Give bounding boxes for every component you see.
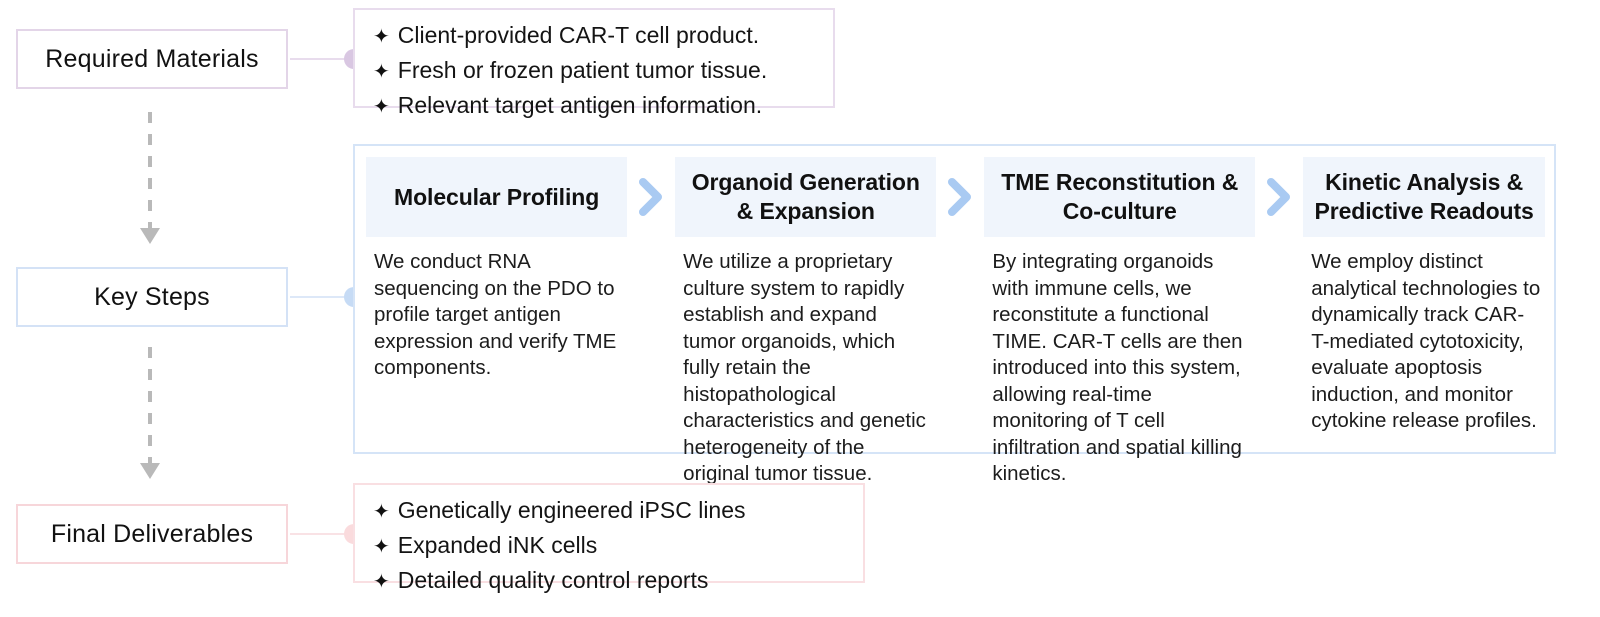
label-text-final-deliverables: Final Deliverables [50,519,254,548]
content-box-required-materials: ✦ Client-provided CAR-T cell product. ✦ … [353,8,835,118]
step-body: We conduct RNA sequencing on the PDO to … [374,250,617,379]
diamond-bullet-icon: ✦ [373,501,390,523]
connector-line-materials [290,58,352,60]
step-body: We utilize a proprietary culture system … [683,250,926,485]
step-body: By integrating organoids with immune cel… [992,250,1243,485]
step-card-tme-reconstitution: TME Reconstitution & Co-culture By integ… [984,157,1256,488]
list-item: ✦ Expanded iNK cells [373,529,845,564]
label-text-required-materials: Required Materials [45,44,259,73]
content-box-key-steps: Molecular Profiling We conduct RNA seque… [353,144,1556,485]
list-item-text: Genetically engineered iPSC lines [397,497,746,523]
connector-line-deliverables [290,533,352,535]
content-box-final-deliverables: ✦ Genetically engineered iPSC lines ✦ Ex… [353,483,865,593]
diamond-bullet-icon: ✦ [373,61,390,83]
list-item: ✦ Genetically engineered iPSC lines [373,494,845,529]
chevron-right-icon-2 [936,157,984,237]
step-title: TME Reconstitution & Co-culture [984,157,1256,237]
arrow-stem [148,112,152,230]
step-card-row: Molecular Profiling We conduct RNA seque… [366,157,1546,485]
list-item: ✦ Detailed quality control reports [373,564,845,599]
label-box-final-deliverables: Final Deliverables [16,504,288,564]
diamond-bullet-icon: ✦ [373,96,390,118]
list-item-text: Fresh or frozen patient tumor tissue. [397,57,768,83]
arrow-head [140,228,160,244]
connector-line-keysteps [290,296,352,298]
arrow-head [140,463,160,479]
list-item-text: Detailed quality control reports [397,567,709,593]
list-item: ✦ Relevant target antigen information. [373,89,815,124]
flow-arrow-down-materials-to-keysteps [140,112,160,244]
label-box-required-materials: Required Materials [16,29,288,89]
list-item-text: Relevant target antigen information. [397,92,763,118]
list-item: ✦ Client-provided CAR-T cell product. [373,19,815,54]
chevron-right-icon-3 [1255,157,1303,237]
step-card-molecular-profiling: Molecular Profiling We conduct RNA seque… [366,157,628,382]
step-title: Kinetic Analysis & Predictive Readouts [1303,157,1546,237]
label-text-key-steps: Key Steps [94,282,210,311]
label-box-key-steps: Key Steps [16,267,288,327]
list-item-text: Client-provided CAR-T cell product. [397,22,760,48]
diamond-bullet-icon: ✦ [373,571,390,593]
flow-arrow-down-keysteps-to-deliverables [140,347,160,479]
list-item: ✦ Fresh or frozen patient tumor tissue. [373,54,815,89]
diamond-bullet-icon: ✦ [373,26,390,48]
step-card-kinetic-analysis: Kinetic Analysis & Predictive Readouts W… [1303,157,1546,435]
chevron-right-icon-1 [627,157,675,237]
step-title: Organoid Generation & Expansion [675,157,937,237]
step-card-organoid-generation: Organoid Generation & Expansion We utili… [675,157,937,488]
arrow-stem [148,347,152,465]
step-body: We employ distinct analytical technologi… [1311,250,1541,432]
list-item-text: Expanded iNK cells [397,532,598,558]
diamond-bullet-icon: ✦ [373,536,390,558]
step-title: Molecular Profiling [366,157,628,237]
